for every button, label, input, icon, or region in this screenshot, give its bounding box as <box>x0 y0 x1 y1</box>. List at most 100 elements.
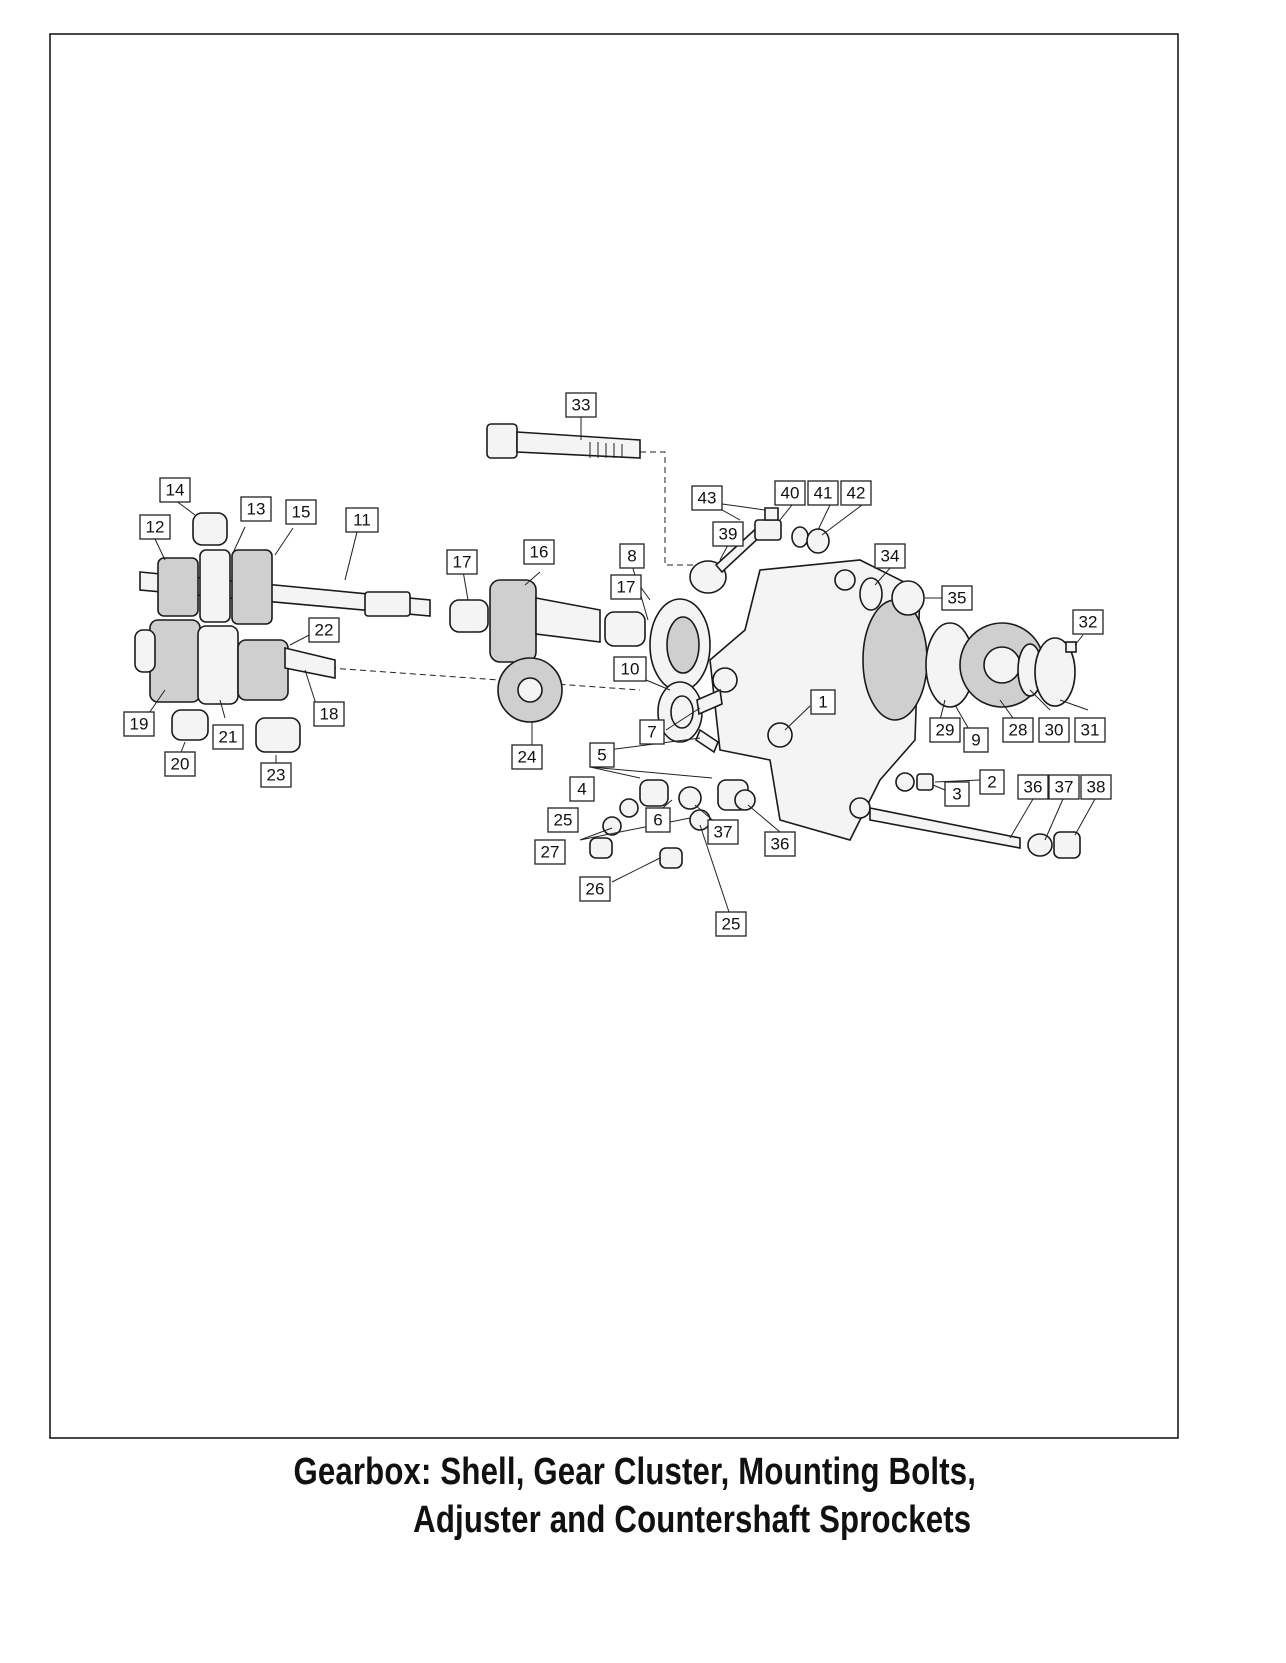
svg-text:20: 20 <box>171 755 190 774</box>
svg-text:12: 12 <box>146 518 165 537</box>
svg-text:39: 39 <box>719 525 738 544</box>
callout-7: 7 <box>639 719 665 745</box>
callout-2: 2 <box>979 769 1005 795</box>
callout-30: 30 <box>1038 717 1070 743</box>
callout-42: 42 <box>840 480 872 506</box>
svg-text:22: 22 <box>315 621 334 640</box>
callout-19: 19 <box>123 711 155 737</box>
callout-37a: 37 <box>1048 774 1080 800</box>
svg-text:29: 29 <box>936 721 955 740</box>
bolt-part-3 <box>916 773 934 791</box>
svg-text:13: 13 <box>247 500 266 519</box>
washer-part-36b <box>734 789 756 811</box>
callout-20: 20 <box>164 751 196 777</box>
callout-29: 29 <box>929 717 961 743</box>
callout-43: 43 <box>691 485 723 511</box>
svg-text:43: 43 <box>698 489 717 508</box>
svg-text:41: 41 <box>814 484 833 503</box>
page-border <box>49 33 1179 1439</box>
washer-part-25b <box>689 809 711 831</box>
bush-part-20 <box>171 709 209 741</box>
callout-38: 38 <box>1080 774 1112 800</box>
callout-6: 6 <box>645 807 671 833</box>
bolt-part-26 <box>589 837 613 859</box>
callout-17b: 17 <box>610 574 642 600</box>
leader-lines <box>146 417 1096 913</box>
callout-39: 39 <box>712 521 744 547</box>
svg-text:3: 3 <box>952 785 961 804</box>
callout-4: 4 <box>569 776 595 802</box>
callout-10: 10 <box>613 656 647 682</box>
callout-21: 21 <box>212 724 244 750</box>
bolt-part-33 <box>486 423 641 459</box>
svg-text:37: 37 <box>714 823 733 842</box>
callout-1: 1 <box>810 689 836 715</box>
nut-part-38 <box>1053 831 1081 859</box>
svg-text:36: 36 <box>771 835 790 854</box>
stud-part-36 <box>869 807 1021 849</box>
svg-text:30: 30 <box>1045 721 1064 740</box>
callout-34: 34 <box>874 543 906 569</box>
svg-text:9: 9 <box>971 731 980 750</box>
callout-31: 31 <box>1074 717 1106 743</box>
gear-part-16 <box>489 579 601 663</box>
svg-text:7: 7 <box>647 723 656 742</box>
svg-text:5: 5 <box>597 746 606 765</box>
svg-text:28: 28 <box>1009 721 1028 740</box>
gear-cluster-left <box>134 549 336 705</box>
caption-line-1: Gearbox: Shell, Gear Cluster, Mounting B… <box>293 1451 977 1493</box>
bush-part-17b <box>604 611 646 647</box>
svg-text:2: 2 <box>987 773 996 792</box>
callout-14: 14 <box>159 477 191 503</box>
svg-text:37: 37 <box>1055 778 1074 797</box>
svg-text:23: 23 <box>267 766 286 785</box>
washer-part-34 <box>859 577 883 611</box>
svg-text:42: 42 <box>847 484 866 503</box>
callout-3: 3 <box>944 781 970 807</box>
svg-text:24: 24 <box>518 748 537 767</box>
callout-32: 32 <box>1072 609 1104 635</box>
washer-part-25 <box>619 798 639 818</box>
alignment-line <box>640 451 700 566</box>
svg-text:32: 32 <box>1079 613 1098 632</box>
svg-text:4: 4 <box>577 780 586 799</box>
callout-13: 13 <box>240 496 272 522</box>
bolt-part-26b <box>659 847 683 869</box>
callout-36b: 36 <box>764 831 796 857</box>
svg-text:26: 26 <box>586 880 605 899</box>
callout-8: 8 <box>619 543 645 569</box>
svg-text:21: 21 <box>219 728 238 747</box>
callout-40: 40 <box>774 480 806 506</box>
svg-text:16: 16 <box>530 543 549 562</box>
svg-text:6: 6 <box>653 811 662 830</box>
bush-part-23 <box>255 717 301 753</box>
svg-text:19: 19 <box>130 715 149 734</box>
svg-text:40: 40 <box>781 484 800 503</box>
callout-24: 24 <box>511 744 543 770</box>
caption-line-2: Adjuster and Countershaft Sprockets <box>413 1499 972 1541</box>
svg-text:17: 17 <box>453 553 472 572</box>
stud-part-5 <box>695 728 719 754</box>
washer-part-2 <box>895 772 915 792</box>
callout-12: 12 <box>139 514 171 540</box>
callout-27: 27 <box>534 839 566 865</box>
callout-35: 35 <box>941 585 973 611</box>
callout-15: 15 <box>285 499 317 525</box>
callout-25b: 25 <box>715 911 747 937</box>
gear-part-24 <box>497 657 563 723</box>
callout-33: 33 <box>565 392 597 418</box>
svg-text:17: 17 <box>617 578 636 597</box>
svg-text:15: 15 <box>292 503 311 522</box>
callout-9: 9 <box>963 727 989 753</box>
callout-23: 23 <box>260 762 292 788</box>
svg-text:34: 34 <box>881 547 900 566</box>
callout-37b: 37 <box>707 819 739 845</box>
svg-text:8: 8 <box>627 547 636 566</box>
bush-part-14 <box>192 512 228 546</box>
callout-36a: 36 <box>1017 774 1049 800</box>
callout-28: 28 <box>1002 717 1034 743</box>
svg-text:18: 18 <box>320 705 339 724</box>
bush-part-4 <box>639 779 669 807</box>
diagram-caption: Gearbox: Shell, Gear Cluster, Mounting B… <box>116 1448 1171 1544</box>
